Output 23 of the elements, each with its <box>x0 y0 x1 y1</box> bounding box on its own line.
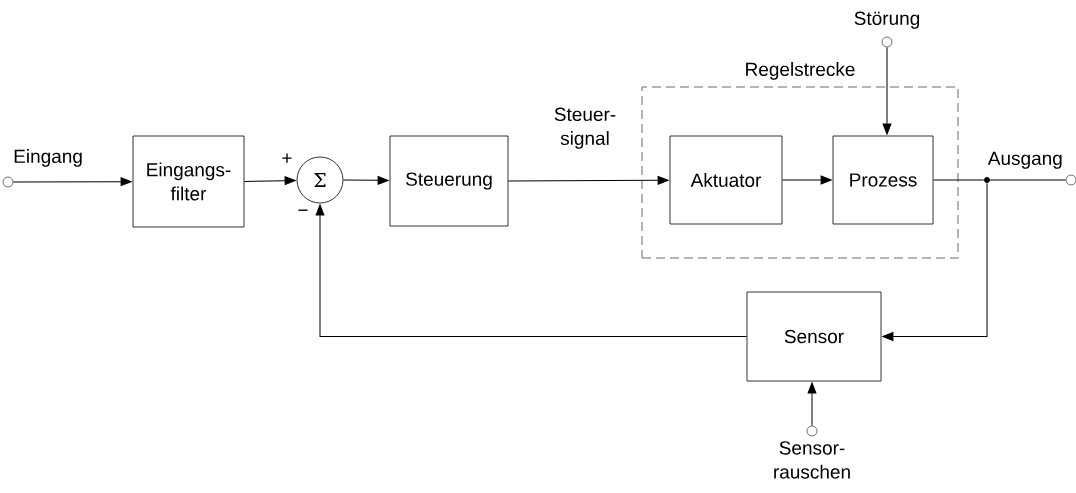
edge-label: Steuer- signal <box>544 106 626 150</box>
sign-label: − <box>298 209 308 211</box>
terminal-label: Störung <box>854 11 920 29</box>
terminal-label: Eingang <box>14 149 82 167</box>
terminal-label: Ausgang <box>987 151 1062 169</box>
arrow <box>12 177 132 187</box>
block-box: Sensor <box>746 291 882 382</box>
arrow <box>882 182 988 341</box>
arrow <box>342 175 389 185</box>
arrow <box>781 175 832 185</box>
arrow <box>315 204 748 337</box>
arrow <box>243 176 296 186</box>
arrow <box>807 382 817 427</box>
block-box: Aktuator <box>669 135 783 225</box>
group-heading: Regelstrecke <box>746 62 855 80</box>
block-box: Prozess <box>832 135 934 225</box>
sign-label: + <box>282 153 292 163</box>
terminal-label: Sensor- rauschen <box>774 441 850 479</box>
summing-junction: Σ <box>296 156 344 204</box>
block-box: Eingangs- filter <box>132 135 245 228</box>
arrow <box>507 175 669 185</box>
block-box: Steuerung <box>389 135 509 227</box>
arrow <box>882 46 892 135</box>
